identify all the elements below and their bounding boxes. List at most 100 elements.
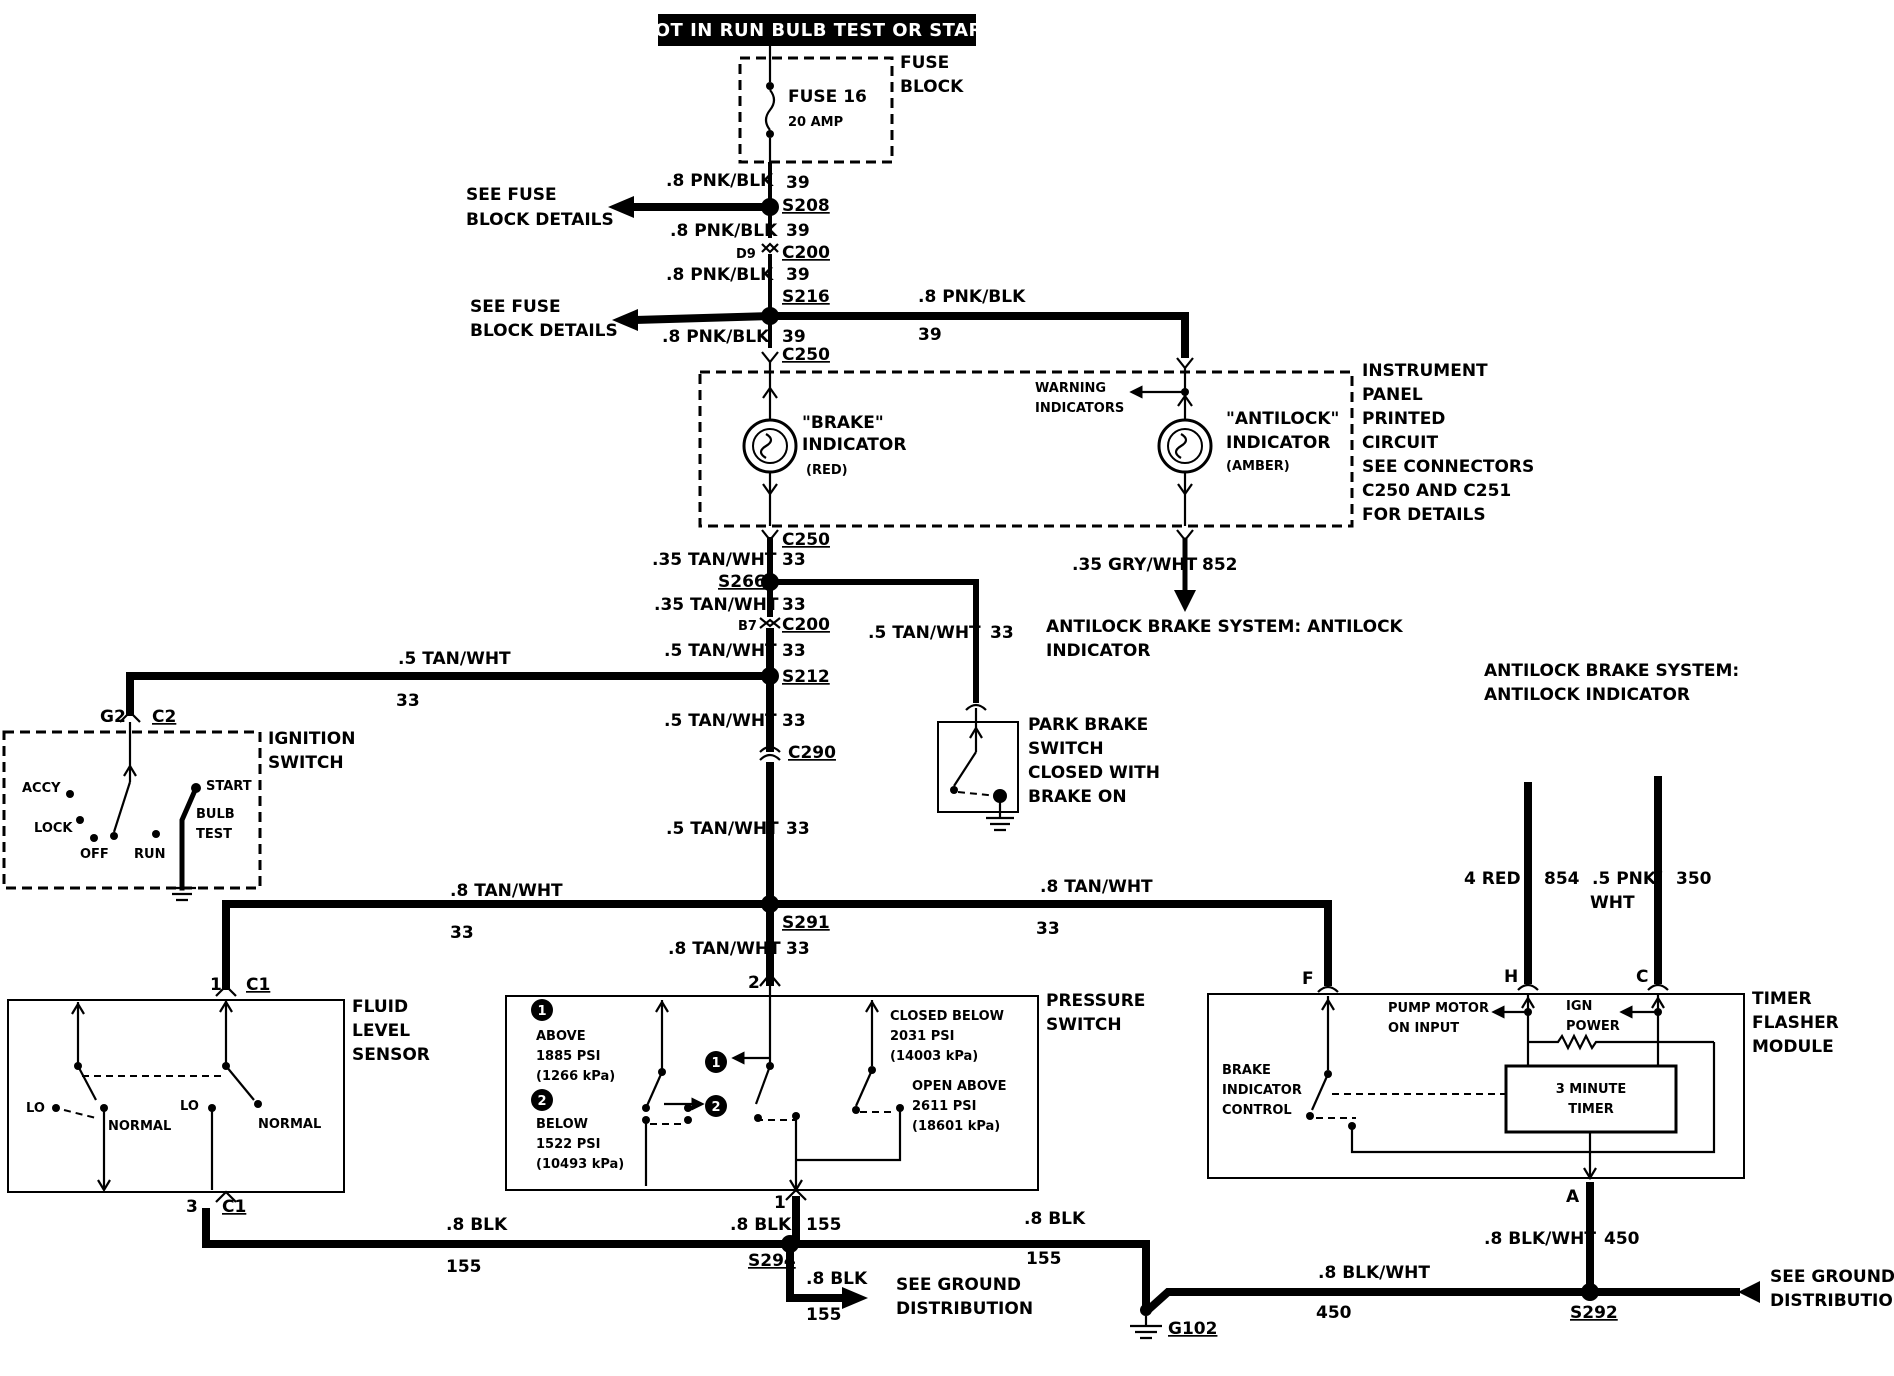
ps-below: BELOW (536, 1117, 588, 1132)
circuit-39-e: 39 (918, 325, 942, 345)
park-brake-4: BRAKE ON (1028, 787, 1127, 807)
ps-closed-kpa: (14003 kPa) (890, 1049, 978, 1064)
timer-flasher-module: 3 MINUTE TIMER PUMP MOTOR ON INPUT IGN P… (1207, 989, 1839, 1181)
fluid-sensor-1: FLUID (352, 997, 408, 1017)
banner-title: HOT IN RUN BULB TEST OR START (639, 20, 995, 41)
abs-ref-2: INDICATOR (1046, 641, 1150, 661)
ign-bulb: BULB (196, 807, 235, 822)
wire-label-gry-wht: .35 GRY/WHT (1072, 555, 1198, 575)
abs-top-1: ANTILOCK BRAKE SYSTEM: (1484, 661, 1739, 681)
s208-arrow-icon (608, 196, 634, 218)
splice-s291-label: S291 (782, 913, 830, 933)
connector-c2-label: C2 (152, 707, 176, 727)
instrument-panel: WARNING INDICATORS "BRAKE" INDICATOR (RE… (698, 361, 1534, 528)
see-ground-2-line2: DISTRIBUTION (1770, 1291, 1894, 1311)
circuit-39-b: 39 (786, 221, 810, 241)
fluid-pin-1: 1 (210, 975, 222, 995)
circuit-155-left: 155 (446, 1257, 482, 1277)
splice-s294-label: S294 (748, 1251, 796, 1271)
brake-indicator-1: "BRAKE" (802, 413, 884, 433)
s294-ground-wire (786, 1240, 850, 1302)
s294-ground-arrow-icon (842, 1287, 868, 1309)
wire-label-5tw-c: .5 TAN/WHT (666, 819, 779, 839)
wire-label-pnk-wht-2: WHT (1590, 893, 1635, 913)
ps-open-kpa: (18601 kPa) (912, 1119, 1000, 1134)
wire-label-35tw-b: .35 TAN/WHT (654, 595, 779, 615)
wire-label-blkwht-a: .8 BLK/WHT (1484, 1229, 1596, 1249)
wire-label-pnk-wht-1: .5 PNK/ (1592, 869, 1663, 889)
circuit-155-right: 155 (1026, 1249, 1062, 1269)
circuit-33-a: 33 (782, 550, 806, 570)
circuit-852: 852 (1202, 555, 1238, 575)
s216-arrow-icon (612, 309, 638, 331)
fluid-lo-2: LO (180, 1099, 199, 1114)
pin-g2: G2 (100, 707, 126, 727)
ip-label-7: FOR DETAILS (1362, 505, 1486, 525)
antilock-output-arrow-icon (1174, 590, 1196, 612)
wire-label-3: .8 PNK/BLK (666, 265, 774, 285)
fuse-block: FUSE 16 20 AMP FUSE BLOCK (738, 46, 964, 164)
wire-label-ign: .5 TAN/WHT (398, 649, 511, 669)
fluid-normal-1: NORMAL (108, 1119, 171, 1134)
ps-below-psi: 1522 PSI (536, 1137, 600, 1152)
warning-indicators-1: WARNING (1035, 381, 1106, 396)
connector-c1-upper: C1 (246, 975, 270, 995)
circuit-33-e: 33 (786, 819, 810, 839)
connector-c200-label: C200 (782, 243, 830, 263)
fluid-sensor-3: SENSOR (352, 1045, 430, 1065)
ignition-wire (126, 672, 774, 716)
ign-off: OFF (80, 847, 109, 862)
park-brake-wire (767, 579, 979, 703)
splice-s266-label: S266 (718, 572, 766, 592)
s292-ground-arrow-icon (1738, 1281, 1760, 1303)
wire-label-blk-s294: .8 BLK (806, 1269, 868, 1289)
circuit-33-b: 33 (782, 595, 806, 615)
three-minute-timer-block (1504, 1064, 1678, 1134)
ip-label-3: PRINTED (1362, 409, 1445, 429)
ign-test: TEST (196, 827, 232, 842)
antilock-bulb-icon (1157, 418, 1213, 474)
pin-d9: D9 (736, 247, 756, 262)
timer-pin-h: H (1504, 967, 1518, 987)
connector-c250-upper (761, 351, 779, 364)
resistor-icon (1528, 1033, 1714, 1051)
fuse-block-label-2: BLOCK (900, 77, 964, 97)
warning-indicators-2: INDICATORS (1035, 401, 1124, 416)
ip-label-2: PANEL (1362, 385, 1423, 405)
see-fuse-1-line2: BLOCK DETAILS (466, 210, 614, 230)
bic-3: CONTROL (1222, 1103, 1292, 1118)
brake-indicator-3: (RED) (806, 463, 848, 478)
wire-label-8tw-left: .8 TAN/WHT (450, 881, 563, 901)
ign-accy: ACCY (22, 781, 61, 796)
antilock-indicator-1: "ANTILOCK" (1226, 409, 1339, 429)
wire-label-1: .8 PNK/BLK (666, 171, 774, 191)
brake-bulb-icon (742, 418, 798, 474)
wire-label-blk-right: .8 BLK (1024, 1209, 1086, 1229)
ip-label-4: CIRCUIT (1362, 433, 1438, 453)
park-brake-2: SWITCH (1028, 739, 1104, 759)
ign-lock: LOCK (34, 821, 73, 836)
wire-label-blk-left: .8 BLK (446, 1215, 508, 1235)
pump-motor-1: PUMP MOTOR (1388, 1001, 1489, 1016)
bic-2: INDICATOR (1222, 1083, 1302, 1098)
g102-label: G102 (1168, 1319, 1217, 1339)
ignition-switch-1: IGNITION (268, 729, 355, 749)
splice-s212-label: S212 (782, 667, 830, 687)
circuit-450-b: 450 (1316, 1303, 1352, 1323)
connector-c200-lower (759, 617, 781, 629)
wire-label-park-brake: .5 TAN/WHT (868, 623, 981, 643)
splice-s208-label: S208 (782, 196, 830, 216)
wire-label-2: .8 PNK/BLK (670, 221, 778, 241)
circuit-155-s294: 155 (806, 1305, 842, 1325)
timer-module-wire (766, 900, 1332, 986)
timer-module-1: TIMER (1752, 989, 1812, 1009)
wire-label-blk-center: .8 BLK (730, 1215, 792, 1235)
pressure-pin-2: 2 (748, 973, 760, 993)
ign-run: RUN (134, 847, 165, 862)
timer-block-1: 3 MINUTE (1556, 1082, 1627, 1097)
timer-module-3: MODULE (1752, 1037, 1834, 1057)
see-ground-2-line1: SEE GROUND (1770, 1267, 1894, 1287)
wire-label-4red: 4 RED (1464, 869, 1521, 889)
ps-above: ABOVE (536, 1029, 586, 1044)
